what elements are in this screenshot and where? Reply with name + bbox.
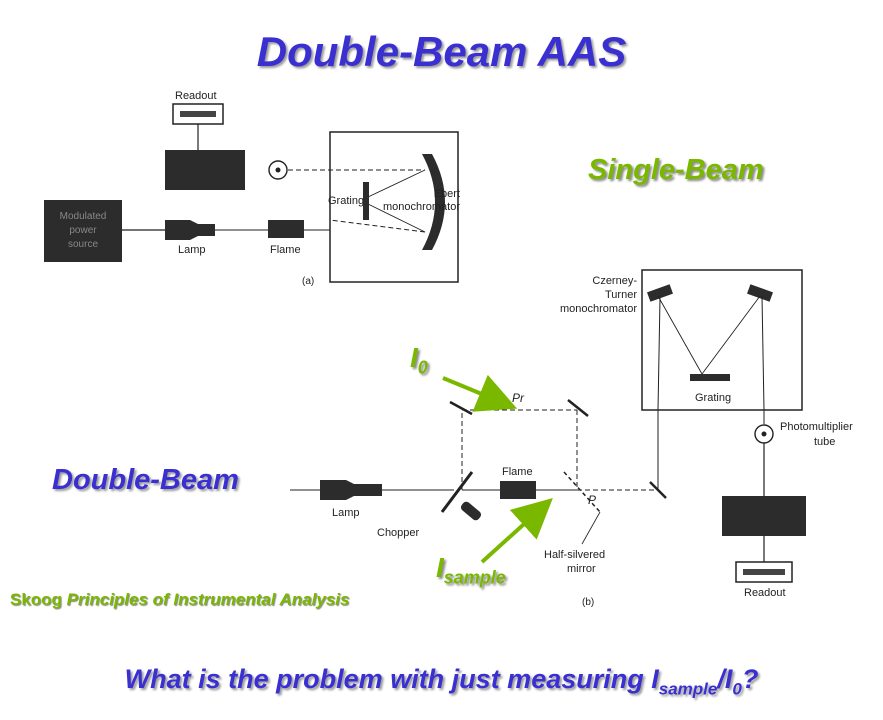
p-label: P	[588, 493, 596, 507]
ct-label-2: Turner	[605, 289, 637, 301]
ct-mirror-left-icon	[647, 284, 673, 302]
caption-a: (a)	[302, 276, 314, 287]
page-title: Double-Beam AAS	[256, 28, 627, 75]
ebert-label-1: Ebert	[434, 188, 460, 200]
lamp-a-label: Lamp	[178, 244, 206, 256]
grating-a-icon	[363, 182, 369, 220]
mirror-label-2: mirror	[567, 563, 596, 575]
citation: Skoog Principles of Instrumental Analysi…	[10, 590, 350, 609]
lamp-b-icon	[320, 480, 382, 500]
flame-a-icon	[268, 220, 304, 238]
ct-label-3: monochromator	[560, 303, 637, 315]
grating-a-label: Grating	[328, 195, 364, 207]
readout-a: Readout	[172, 90, 224, 125]
single-beam-diagram: Readout Grating Ebert monochromator Modu…	[44, 90, 460, 287]
ct-label-1: Czerney-	[592, 275, 637, 287]
chopper-icon	[440, 471, 474, 513]
ebert-label-2: monochromator	[383, 201, 460, 213]
power-label-2: power	[69, 225, 97, 236]
flame-b-label: Flame	[502, 466, 533, 478]
power-label-1: Modulated	[60, 211, 107, 222]
question-text: What is the problem with just measuring …	[124, 664, 759, 699]
czerney-turner-monochromator	[641, 269, 803, 411]
mirror-pr-right-icon	[567, 399, 589, 417]
readout-a-label: Readout	[175, 90, 217, 102]
caption-b: (b)	[582, 597, 594, 608]
pmt-label-2: tube	[814, 436, 835, 448]
lamp-a-icon	[165, 220, 215, 240]
mirror-label-1: Half-silvered	[544, 549, 605, 561]
isample-arrow	[480, 497, 553, 564]
chopper-label: Chopper	[377, 527, 420, 539]
flame-a-label: Flame	[270, 244, 301, 256]
ebert-mirror-icon	[422, 154, 445, 250]
single-beam-label: Single-Beam	[588, 154, 764, 186]
i0-label: I0	[410, 342, 428, 378]
amplifier-b	[722, 496, 806, 536]
readout-b-label: Readout	[744, 587, 786, 599]
ct-mirror-right-icon	[747, 284, 773, 302]
isample-label: Isample	[436, 552, 506, 588]
i0-arrow	[442, 374, 518, 412]
power-label-3: source	[68, 239, 98, 250]
power-source-a	[44, 200, 122, 262]
double-beam-label: Double-Beam	[52, 464, 239, 496]
mirror-pr-left-icon	[449, 400, 473, 416]
grating-b-icon	[690, 374, 730, 381]
grating-b-label: Grating	[695, 392, 731, 404]
pmt-label-1: Photomultiplier	[780, 421, 853, 433]
flame-b-icon	[500, 481, 536, 499]
half-silvered-mirror-icon	[563, 471, 601, 513]
ebert-monochromator	[329, 131, 459, 283]
lamp-b-label: Lamp	[332, 507, 360, 519]
amplifier-a	[165, 150, 245, 190]
